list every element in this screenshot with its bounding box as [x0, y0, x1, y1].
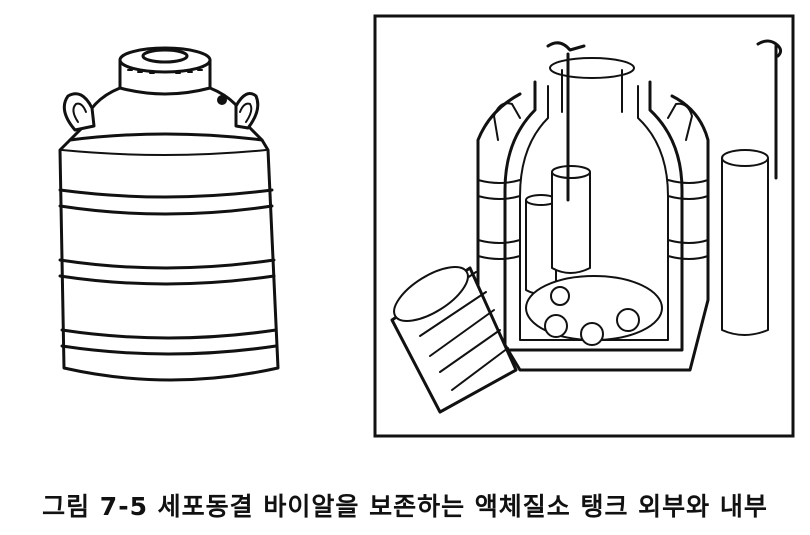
cutaway-right-handle [667, 102, 693, 141]
tank-interior-cutaway [390, 39, 783, 414]
left-handle [62, 92, 96, 132]
inner-canisters [525, 165, 591, 295]
outer-shell [476, 92, 710, 372]
cutaway-left-handle [493, 102, 521, 141]
cutaway-wall [503, 80, 684, 352]
detached-canister [721, 39, 783, 336]
figure-caption: 그림 7-5 세포동결 바이알을 보존하는 액체질소 탱크 외부와 내부 [42, 492, 768, 521]
tank-cap [118, 46, 212, 96]
right-handle [217, 92, 260, 130]
tank-exterior-illustration [58, 46, 280, 382]
tank-ribs [58, 188, 278, 356]
tank-shoulder [68, 86, 264, 142]
loose-tank-lid [390, 266, 518, 414]
tank-top-rim [61, 149, 267, 156]
canister-support-plate [525, 275, 663, 346]
cane-rod [546, 41, 586, 202]
tank-neck [549, 57, 635, 113]
tank-body [58, 132, 280, 382]
